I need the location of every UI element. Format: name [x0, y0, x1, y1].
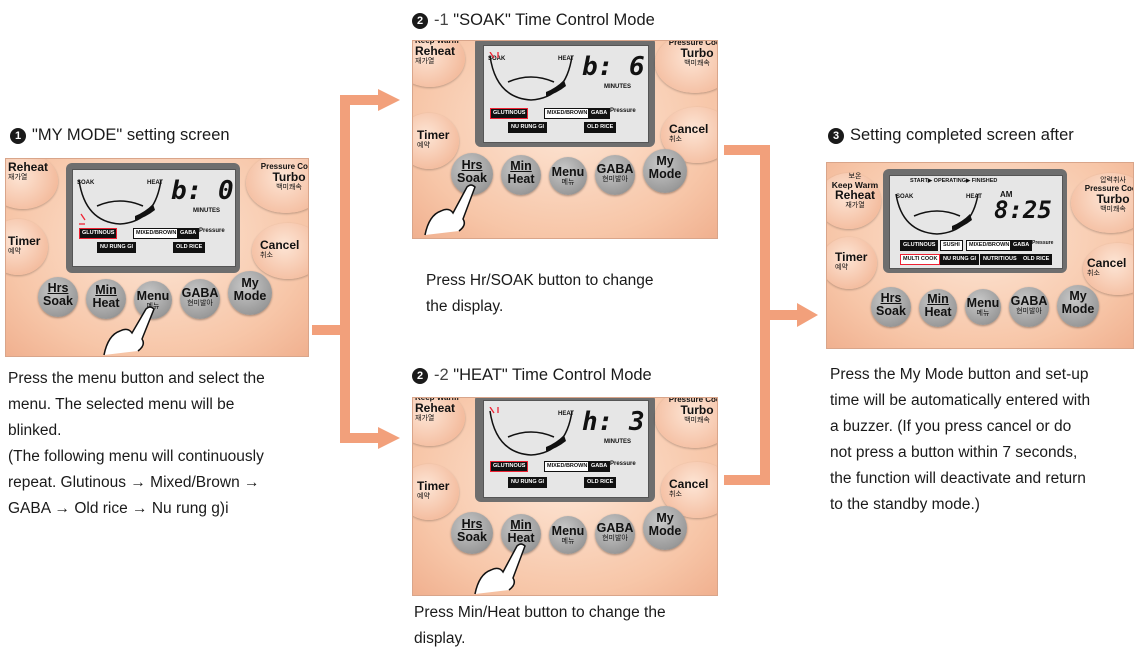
step2b-heading: 2-2 "HEAT" Time Control Mode [412, 366, 652, 385]
step1-heading: 1"MY MODE" setting screen [10, 126, 230, 145]
lcd-display: SOAK HEAT b: 0 MINUTES GLUTINOUS MIXED/B… [72, 169, 236, 267]
cooker-panel-soak: SOAK HEAT b: 6 MINUTES GLUTINOUS MIXED/B… [412, 40, 718, 239]
pointing-hand-icon [103, 306, 155, 356]
step-number-badge: 3 [828, 128, 844, 144]
lcd-display: SOAK HEAT b: 6 MINUTES GLUTINOUS MIXED/B… [483, 45, 649, 143]
pointing-hand-icon [424, 184, 476, 236]
arrow-to-heat [340, 330, 380, 443]
cooker-panel-heat: HEAT h: 3 MINUTES GLUTINOUS MIXED/BROWN … [412, 397, 718, 596]
step-number-badge: 1 [10, 128, 26, 144]
step-number-badge: 2 [412, 13, 428, 29]
cooker-panel-my-mode: SOAK HEAT b: 0 MINUTES GLUTINOUS MIXED/B… [5, 158, 309, 357]
time-digits: h: 3 [582, 407, 645, 437]
step2a-heading: 2-1 "SOAK" Time Control Mode [412, 11, 655, 30]
cooker-panel-complete: START▶ OPERATING▶ FINISHED SOAK HEAT AM … [826, 162, 1134, 349]
lcd-display: HEAT h: 3 MINUTES GLUTINOUS MIXED/BROWN … [483, 400, 649, 498]
arrow-to-soak [312, 95, 380, 335]
clock-digits: 8:25 [994, 196, 1052, 224]
pointing-hand-icon [474, 543, 526, 595]
lcd-display: START▶ OPERATING▶ FINISHED SOAK HEAT AM … [889, 175, 1063, 269]
time-digits: b: 6 [582, 52, 645, 82]
connector-right [724, 145, 770, 485]
step-number-badge: 2 [412, 368, 428, 384]
time-digits: b: 0 [171, 176, 234, 206]
